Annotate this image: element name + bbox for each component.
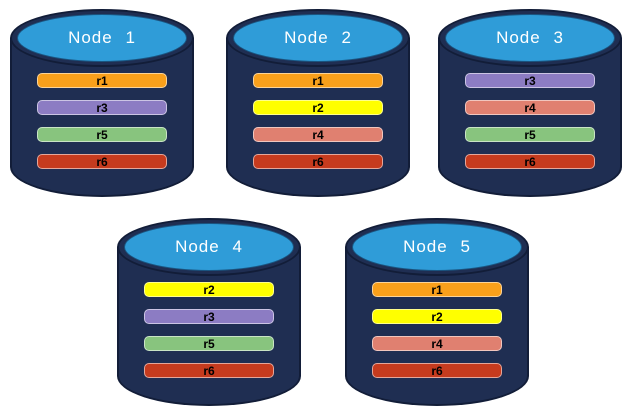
node-title: Node 4 [175, 237, 243, 256]
cylinder-top: Node 4 [124, 223, 294, 271]
replica-bar: r1 [372, 282, 502, 297]
node-5: Node 5 r1 r2 r4 r6 [345, 218, 529, 406]
replica-list: r1 r2 r4 r6 [372, 282, 502, 378]
replica-bar: r3 [37, 100, 167, 115]
replica-bar: r4 [253, 127, 383, 142]
replica-bar: r4 [465, 100, 595, 115]
replica-list: r2 r3 r5 r6 [144, 282, 274, 378]
replica-bar: r5 [144, 336, 274, 351]
node-title: Node 2 [284, 28, 352, 47]
replica-list: r1 r3 r5 r6 [37, 73, 167, 169]
replica-bar: r6 [372, 363, 502, 378]
replica-bar: r5 [465, 127, 595, 142]
replica-bar: r1 [253, 73, 383, 88]
replica-bar: r6 [253, 154, 383, 169]
node-2: Node 2 r1 r2 r4 r6 [226, 9, 410, 197]
replica-bar: r4 [372, 336, 502, 351]
replica-bar: r1 [37, 73, 167, 88]
node-3: Node 3 r3 r4 r5 r6 [438, 9, 622, 197]
replica-bar: r6 [144, 363, 274, 378]
cylinder-top: Node 5 [352, 223, 522, 271]
replica-bar: r2 [372, 309, 502, 324]
replica-list: r3 r4 r5 r6 [465, 73, 595, 169]
replica-bar: r5 [37, 127, 167, 142]
cylinder-top: Node 2 [233, 14, 403, 62]
node-4: Node 4 r2 r3 r5 r6 [117, 218, 301, 406]
node-title: Node 1 [68, 28, 136, 47]
replica-bar: r2 [253, 100, 383, 115]
replica-bar: r2 [144, 282, 274, 297]
cylinder-top: Node 1 [17, 14, 187, 62]
replica-bar: r6 [37, 154, 167, 169]
replica-bar: r6 [465, 154, 595, 169]
node-title: Node 3 [496, 28, 564, 47]
replica-bar: r3 [465, 73, 595, 88]
node-title: Node 5 [403, 237, 471, 256]
replica-list: r1 r2 r4 r6 [253, 73, 383, 169]
replica-bar: r3 [144, 309, 274, 324]
node-1: Node 1 r1 r3 r5 r6 [10, 9, 194, 197]
cylinder-top: Node 3 [445, 14, 615, 62]
